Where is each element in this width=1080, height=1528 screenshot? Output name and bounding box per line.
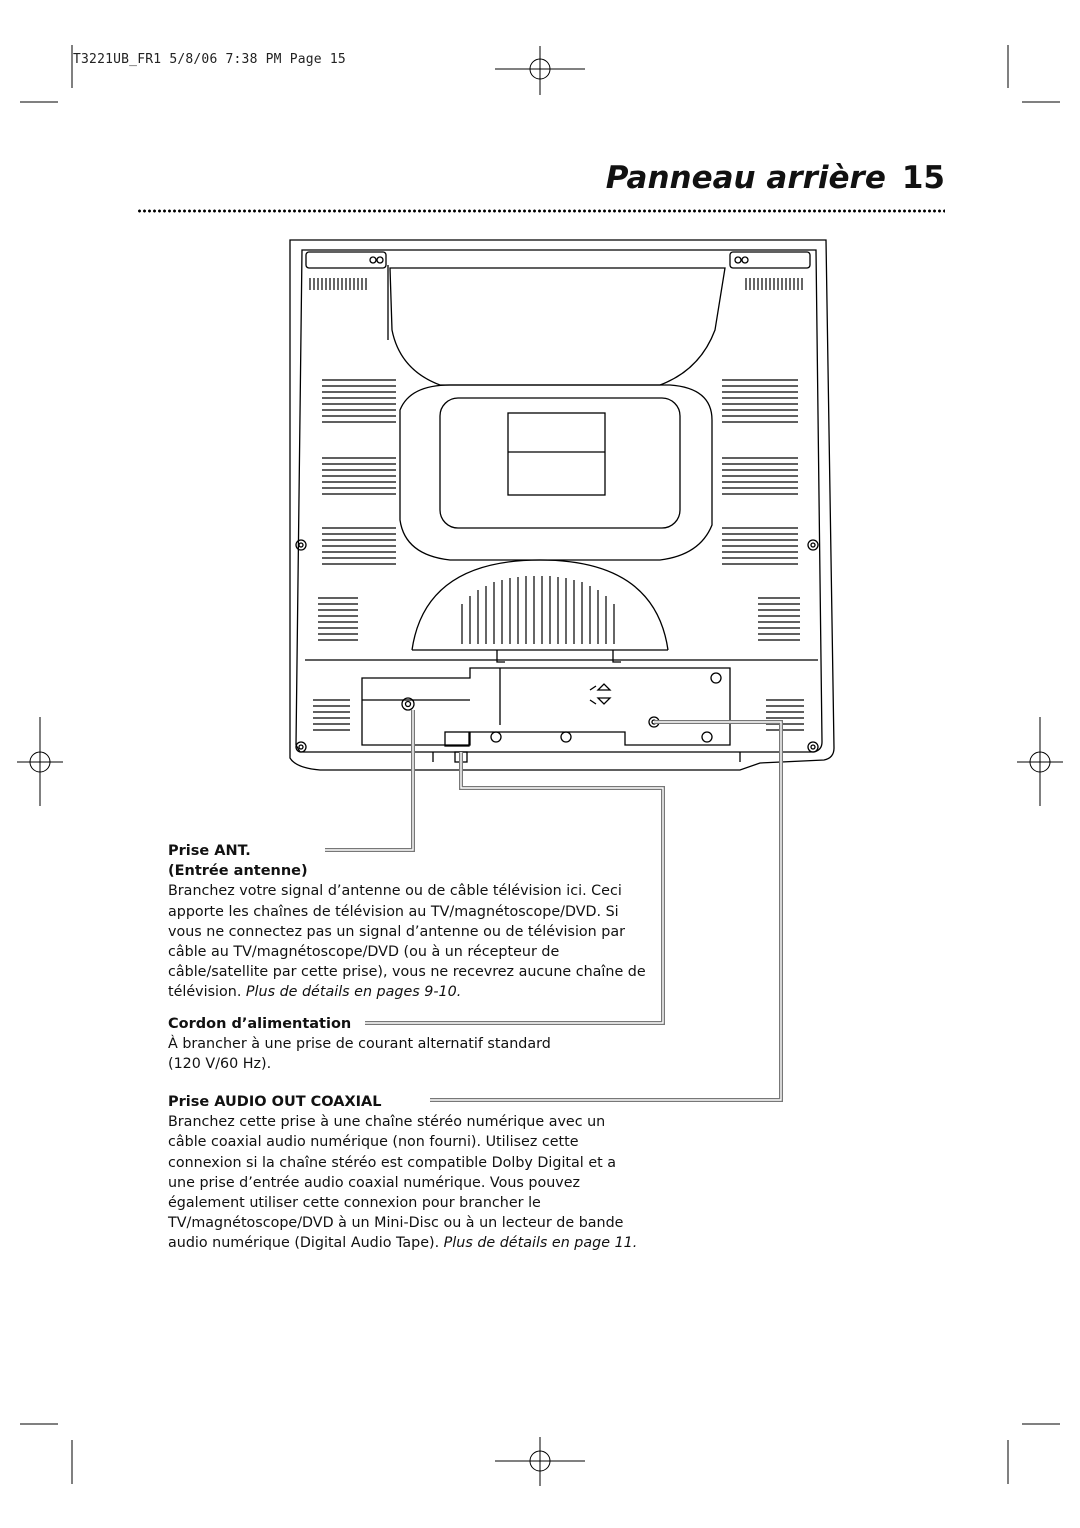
- section-description: À brancher à une prise de courant altern…: [168, 1034, 551, 1074]
- section-label: Cordon d’alimentation: [168, 1016, 352, 1032]
- section-ant-input: Prise ANT. (Entrée antenne) Branchez vot…: [168, 841, 646, 1003]
- text-line: À brancher à une prise de courant altern…: [168, 1036, 551, 1053]
- text-line: connexion si la chaîne stéréo est compat…: [168, 1154, 617, 1171]
- section-audio-out-coaxial: Prise AUDIO OUT COAXIAL Branchez cette p…: [168, 1092, 637, 1254]
- registration-mark-left: [17, 717, 63, 806]
- text-line: câble/satellite par cette prise), vous n…: [168, 964, 646, 981]
- registration-mark-right: [1017, 717, 1063, 806]
- registration-mark-bottom: [495, 1437, 585, 1486]
- text-line: (120 V/60 Hz).: [168, 1056, 272, 1073]
- text-line: vous ne connectez pas un signal d’antenn…: [168, 923, 625, 940]
- page-number: 15: [901, 160, 945, 196]
- text-line: TV/magnétoscope/DVD à un Mini-Disc ou à …: [168, 1215, 624, 1232]
- text-line: apporte les chaînes de télévision au TV/…: [168, 903, 619, 920]
- section-description: Branchez cette prise à une chaîne stéréo…: [168, 1112, 637, 1253]
- print-slug: T3221UB_FR1 5/8/06 7:38 PM Page 15: [73, 52, 346, 67]
- text-line: câble coaxial audio numérique (non fourn…: [168, 1134, 579, 1151]
- section-description: Branchez votre signal d’antenne ou de câ…: [168, 881, 646, 1002]
- section-label: Prise ANT.: [168, 843, 251, 859]
- text-line: Branchez cette prise à une chaîne stéréo…: [168, 1114, 606, 1131]
- section-sublabel: (Entrée antenne): [168, 863, 308, 880]
- text-line: audio numérique (Digital Audio Tape). Pl…: [168, 1233, 637, 1253]
- text-line: également utiliser cette connexion pour …: [168, 1195, 541, 1212]
- registration-mark-top: [495, 46, 585, 95]
- text-line: télévision. Plus de détails en pages 9-1…: [168, 982, 646, 1002]
- page-heading: Panneau arrière 15: [600, 160, 945, 196]
- vent-grilles: [309, 278, 804, 731]
- page-reference: Plus de détails en pages 9-10.: [245, 984, 462, 1001]
- text-fragment: audio numérique (Digital Audio Tape).: [168, 1235, 444, 1252]
- dotted-rule: [137, 208, 945, 214]
- text-line: câble au TV/magnétoscope/DVD (ou à un ré…: [168, 944, 560, 961]
- page-title: Panneau arrière: [605, 160, 886, 196]
- section-power-cord: Cordon d’alimentation À brancher à une p…: [168, 1014, 551, 1075]
- section-label: Prise AUDIO OUT COAXIAL: [168, 1094, 382, 1110]
- text-fragment: télévision.: [168, 984, 246, 1001]
- page-reference: Plus de détails en page 11.: [443, 1235, 638, 1252]
- text-line: Branchez votre signal d’antenne ou de câ…: [168, 883, 622, 900]
- leader-line-ant: [325, 710, 415, 852]
- text-line: une prise d’entrée audio coaxial numériq…: [168, 1174, 581, 1191]
